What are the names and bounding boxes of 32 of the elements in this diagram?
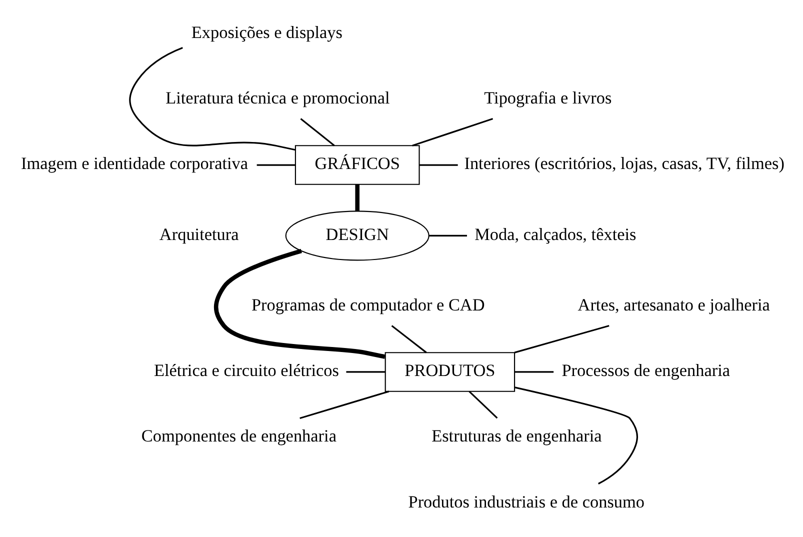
connector <box>514 386 638 484</box>
node-text: Componentes de engenharia <box>141 426 336 446</box>
node-text: Elétrica e circuito elétricos <box>154 361 339 380</box>
connector <box>129 47 296 151</box>
node-text: Artes, artesanato e joalheria <box>578 295 770 314</box>
connector <box>355 184 360 212</box>
connector <box>214 248 386 359</box>
label: Arquitetura <box>159 224 239 244</box>
node-text: Literatura técnica e promocional <box>166 88 390 108</box>
node-text: Moda, calçados, têxteis <box>474 224 636 244</box>
node-box: PRODUTOS <box>384 352 516 392</box>
connector <box>419 164 458 166</box>
node-text: Imagem e identidade corporativa <box>20 154 248 174</box>
node-text: Estruturas de engenharia <box>432 426 602 446</box>
node-text: Programas de computador e CAD <box>251 295 485 314</box>
node-text: Exposições e displays <box>191 22 342 42</box>
connector <box>346 371 386 373</box>
node-text: Processos de engenharia <box>562 361 730 380</box>
connector <box>300 118 335 146</box>
connector <box>412 118 494 146</box>
connector <box>514 371 554 373</box>
connector <box>468 390 498 419</box>
connector <box>428 234 467 236</box>
connector <box>391 325 427 354</box>
node-text: Interiores (escritórios, lojas, casas, TV, filmes) <box>464 154 784 174</box>
connector <box>514 324 610 354</box>
node-ellipse: DESIGN <box>285 210 430 261</box>
node-box: GRÁFICOS <box>294 145 420 185</box>
connector <box>256 164 296 166</box>
connector <box>300 390 390 420</box>
node-text: Produtos industriais e de consumo <box>408 492 645 512</box>
node-text: Tipografia e livros <box>484 88 612 108</box>
